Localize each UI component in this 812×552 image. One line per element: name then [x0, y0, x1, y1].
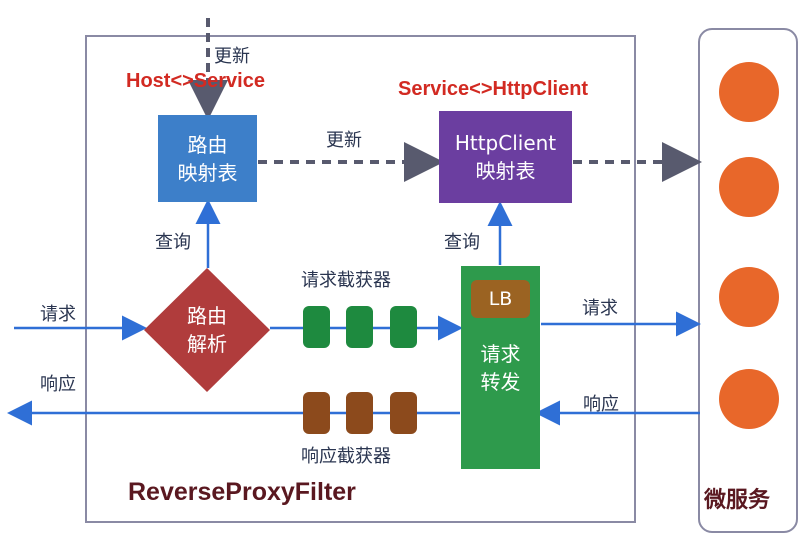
host-service-label: Host<>Service: [126, 70, 265, 92]
update-mid-label: 更新: [326, 130, 362, 151]
request-forward-line1: 请求: [480, 342, 521, 366]
microservice-4: [719, 369, 779, 429]
route-parse-text: 路由 解析: [167, 298, 247, 362]
request-in-label: 请求: [40, 304, 76, 325]
response-in-label: 响应: [583, 394, 619, 415]
httpclient-map-line2: 映射表: [475, 159, 536, 183]
response-interceptor-2: [346, 392, 373, 434]
request-forward-text: 请求 转发: [461, 336, 540, 400]
response-out-label: 响应: [40, 374, 76, 395]
lb-label: LB: [488, 288, 513, 310]
query-right-label: 查询: [444, 232, 480, 253]
filter-title: ReverseProxyFilter: [128, 478, 356, 506]
request-interceptor-label: 请求截获器: [301, 270, 391, 291]
response-interceptor-label: 响应截获器: [301, 446, 391, 467]
request-forward-line2: 转发: [480, 370, 521, 394]
microservices-title: 微服务: [704, 488, 771, 513]
lb-badge: LB: [471, 280, 530, 318]
request-out-label: 请求: [582, 298, 618, 319]
httpclient-map-table: HttpClient 映射表: [439, 111, 572, 203]
response-interceptor-3: [390, 392, 417, 434]
reverse-proxy-filter-frame: [85, 35, 636, 523]
route-map-line2: 映射表: [177, 160, 238, 185]
update-top-label: 更新: [214, 46, 250, 67]
response-interceptor-1: [303, 392, 330, 434]
request-interceptor-2: [346, 306, 373, 348]
route-map-line1: 路由: [187, 132, 228, 157]
route-parse-line1: 路由: [187, 304, 227, 328]
microservices-frame: [698, 28, 798, 533]
request-interceptor-1: [303, 306, 330, 348]
service-httpclient-label: Service<>HttpClient: [398, 78, 589, 100]
microservice-1: [719, 62, 779, 122]
route-map-table: 路由 映射表: [158, 115, 257, 202]
microservice-3: [719, 267, 779, 327]
request-interceptor-3: [390, 306, 417, 348]
query-left-label: 查询: [155, 232, 191, 253]
route-parse-line2: 解析: [187, 332, 227, 356]
microservice-2: [719, 157, 779, 217]
httpclient-map-line1: HttpClient: [454, 131, 557, 155]
route-parse-diamond: [144, 268, 270, 392]
